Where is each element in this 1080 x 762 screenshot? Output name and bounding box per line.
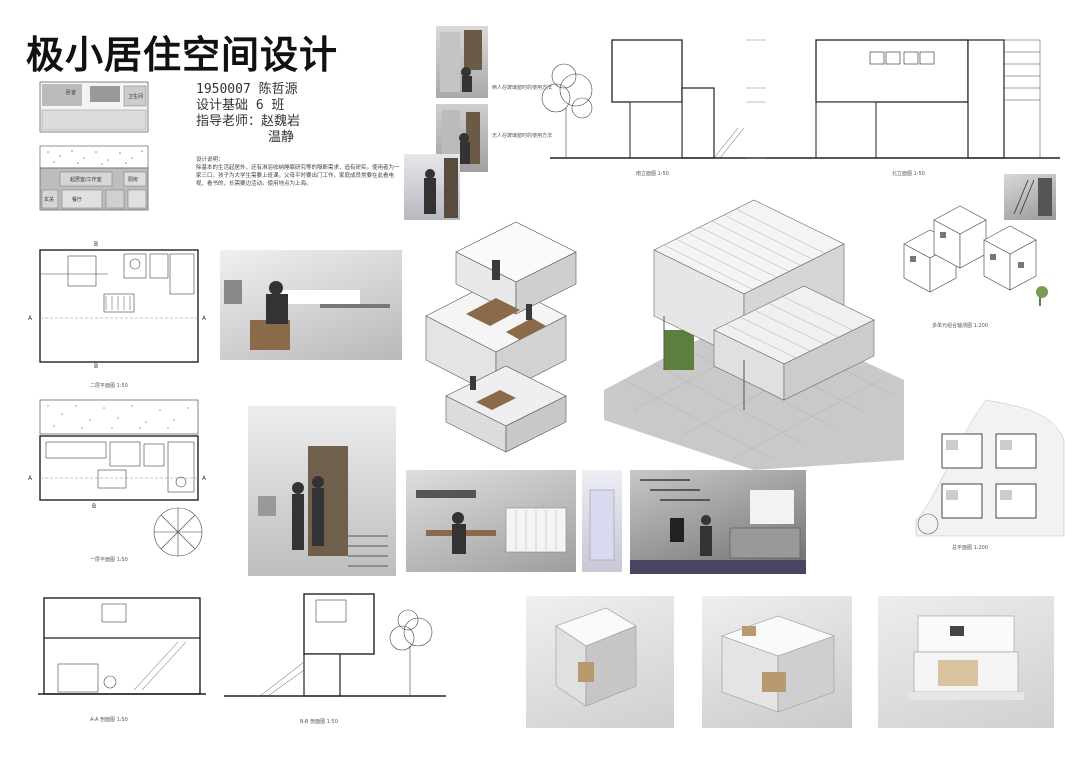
stair-detail-drawing [1013,178,1052,216]
plan-2f-drawing: A A B B [28,241,207,370]
description-body: 除基本的生活起居外，还有淋浴收纳睡眠研究等的隔断需求，追有研实。使用者为一家三口… [196,165,400,187]
student-info: 1950007 陈哲源 设计基础 6 班 指导老师：赵魏岩 温静 [196,82,300,146]
marker-b-top: B [94,241,98,248]
usage-photo-3 [404,154,460,220]
section-bb-drawing [224,593,446,697]
render-living-drawing [224,280,390,350]
elevation-north-drawing [780,39,1060,159]
elevation-south: 南立面图 1:50 [520,28,780,180]
render-living [220,250,402,360]
caption-usage-1: 两人在玻璃窗时的使用方法 [492,85,553,91]
class-line: 设计基础 6 班 [196,98,285,113]
caption-section-aa: A-A 剖面图 1:50 [90,717,128,723]
render-bedroom-drawing [630,479,806,574]
usage-photo-1 [436,26,488,98]
usage-photo-1-figure [440,30,482,92]
render-bath [248,406,396,576]
model-photo-1 [526,596,674,728]
mini-plan-lower: 起居室/工作室 厨房 玄关 餐厅 [39,145,149,214]
caption-usage-2: 无人在玻璃窗时的使用方法 [492,133,553,139]
description-heading: 设计说明： [196,157,224,163]
model-photo-2 [702,596,852,728]
design-description: 设计说明： 除基本的生活起居外，还有淋浴收纳睡眠研究等的隔断需求，追有研实。使用… [196,156,401,188]
marker-a-right: A [202,315,207,322]
room-label-4: 厨房 [128,176,138,183]
room-label-1: 卧室 [66,89,76,96]
house-perspective-drawing [604,199,904,470]
exploded-axon [396,196,634,458]
render-desk [406,470,576,572]
render-shower-drawing [589,489,615,561]
model-photo-3 [878,596,1054,728]
caption-site-plan: 总平面图 1:200 [952,545,988,551]
caption-plan-2f: 二层平面图 1:50 [90,383,128,389]
marker-a-right-1f: A [202,475,207,482]
marker-b-bottom: B [94,363,98,370]
room-label-2: 卫生间 [128,93,143,100]
mini-plan-lower-drawing: 起居室/工作室 厨房 玄关 餐厅 [39,145,149,211]
marker-a-left-1f: A [28,475,33,482]
room-label-5: 玄关 [44,196,54,203]
marker-a-left: A [28,315,33,322]
caption-cluster-axon: 多单元组合轴测图 1:200 [932,323,988,329]
mini-plan-upper-drawing: 卧室 卫生间 [39,81,149,133]
render-bedroom [630,470,806,574]
caption-elevation-north: 北立面图 1:50 [892,171,925,177]
model-photo-2-drawing [721,615,835,713]
render-bath-drawing [258,446,388,567]
caption-section-bb: B-B 剖面图 1:50 [300,719,338,725]
teacher-line-2: 温静 [268,130,295,145]
render-shower [582,470,622,572]
model-photo-3-drawing [908,615,1024,700]
section-aa: A-A 剖面图 1:50 [38,594,206,724]
section-aa-drawing [38,597,206,695]
room-label-3: 起居室/工作室 [70,176,102,183]
plan-2f: A A B B 二层平面图 1:50 [28,238,210,389]
cluster-axon-drawing [903,205,1048,306]
mini-plan-upper: 卧室 卫生间 [39,81,149,133]
exploded-axon-drawing [425,221,577,453]
student-line: 1950007 陈哲源 [196,82,298,97]
house-perspective [604,180,904,470]
usage-photo-2-figure [442,110,480,166]
caption-plan-1f: 一层平面图 1:50 [90,557,128,563]
teacher-line: 指导老师：赵魏岩 [196,114,301,129]
plan-1f: A A B 一层平面图 1:50 [28,396,216,566]
usage-photo-3-figure [424,158,458,218]
section-bb: B-B 剖面图 1:50 [220,586,450,726]
model-photo-1-drawing [555,607,637,707]
marker-b-1f: B [92,503,96,510]
cluster-axon: 多单元组合轴测图 1:200 [890,196,1060,336]
board-title: 极小居住空间设计 [26,33,339,77]
elevation-south-drawing [541,39,780,159]
caption-elevation-south: 南立面图 1:50 [636,171,669,177]
stair-detail-photo [1004,174,1056,220]
room-label-6: 餐厅 [72,196,82,203]
elevation-north: 北立面图 1:50 [780,28,1060,180]
site-plan: 总平面图 1:200 [915,399,1066,556]
render-desk-drawing [416,490,567,554]
plan-1f-drawing: A A B [28,399,207,557]
site-plan-drawing [915,399,1065,537]
